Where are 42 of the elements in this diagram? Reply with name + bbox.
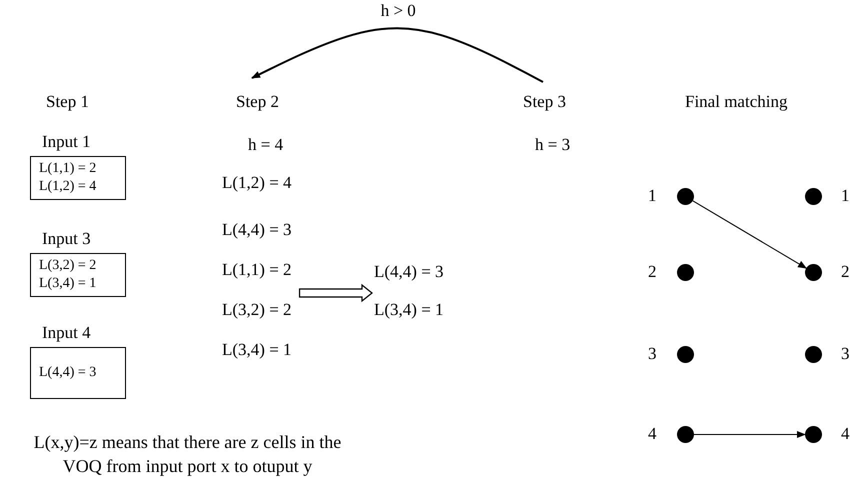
port-number: 2 (841, 262, 850, 282)
queue-length-text: L(1,1) = 2 (222, 260, 292, 280)
input-heading: Input 3 (41, 229, 92, 249)
port-number: 1 (841, 186, 850, 206)
step-heading: Step 3 (523, 92, 566, 112)
input-heading: Input 4 (41, 323, 92, 343)
queue-length-text: L(3,2) = 2 (39, 257, 98, 275)
queue-length-text: L(3,4) = 1 (39, 275, 98, 293)
port-number: 3 (841, 344, 850, 364)
arrow (692, 200, 807, 269)
hop-value: h = 3 (535, 135, 570, 155)
port-number: 4 (841, 424, 850, 444)
step-heading: Step 2 (236, 92, 279, 112)
port-dot (677, 264, 694, 281)
queue-length-text: L(3,4) = 1 (374, 299, 444, 321)
port-number: 4 (648, 424, 656, 444)
arrow (251, 27, 544, 83)
queue-length-text: L(1,1) = 2 (39, 160, 98, 178)
port-number: 1 (648, 186, 656, 206)
input-heading: Input 1 (41, 132, 92, 152)
arrow (694, 430, 806, 438)
queue-length-text: L(4,4) = 3 (39, 364, 98, 382)
queue-length-text: L(3,2) = 2 (222, 300, 292, 320)
port-number: 2 (648, 262, 656, 282)
queue-length-text: L(1,2) = 4 (222, 173, 292, 193)
hollow-arrow (298, 284, 373, 302)
queue-length-text: L(1,2) = 4 (39, 178, 98, 196)
queue-length-text: L(4,4) = 3 (374, 261, 444, 283)
queue-length-text: L(4,4) = 3 (222, 220, 292, 240)
port-dot (677, 188, 694, 205)
hop-value: h = 4 (248, 135, 284, 155)
step-heading: Final matching (685, 92, 788, 112)
port-dot (805, 426, 822, 443)
note-text: L(x,y)=z means that there are z cells in the VOQ from input port x to otuput y (32, 431, 342, 478)
step-heading: Step 1 (46, 92, 89, 112)
queue-length-text: L(3,4) = 1 (222, 340, 292, 360)
port-dot (805, 188, 822, 205)
port-dot (677, 346, 694, 363)
port-dot (805, 346, 822, 363)
port-dot (805, 264, 822, 281)
port-number: 3 (648, 344, 656, 364)
port-dot (677, 426, 694, 443)
